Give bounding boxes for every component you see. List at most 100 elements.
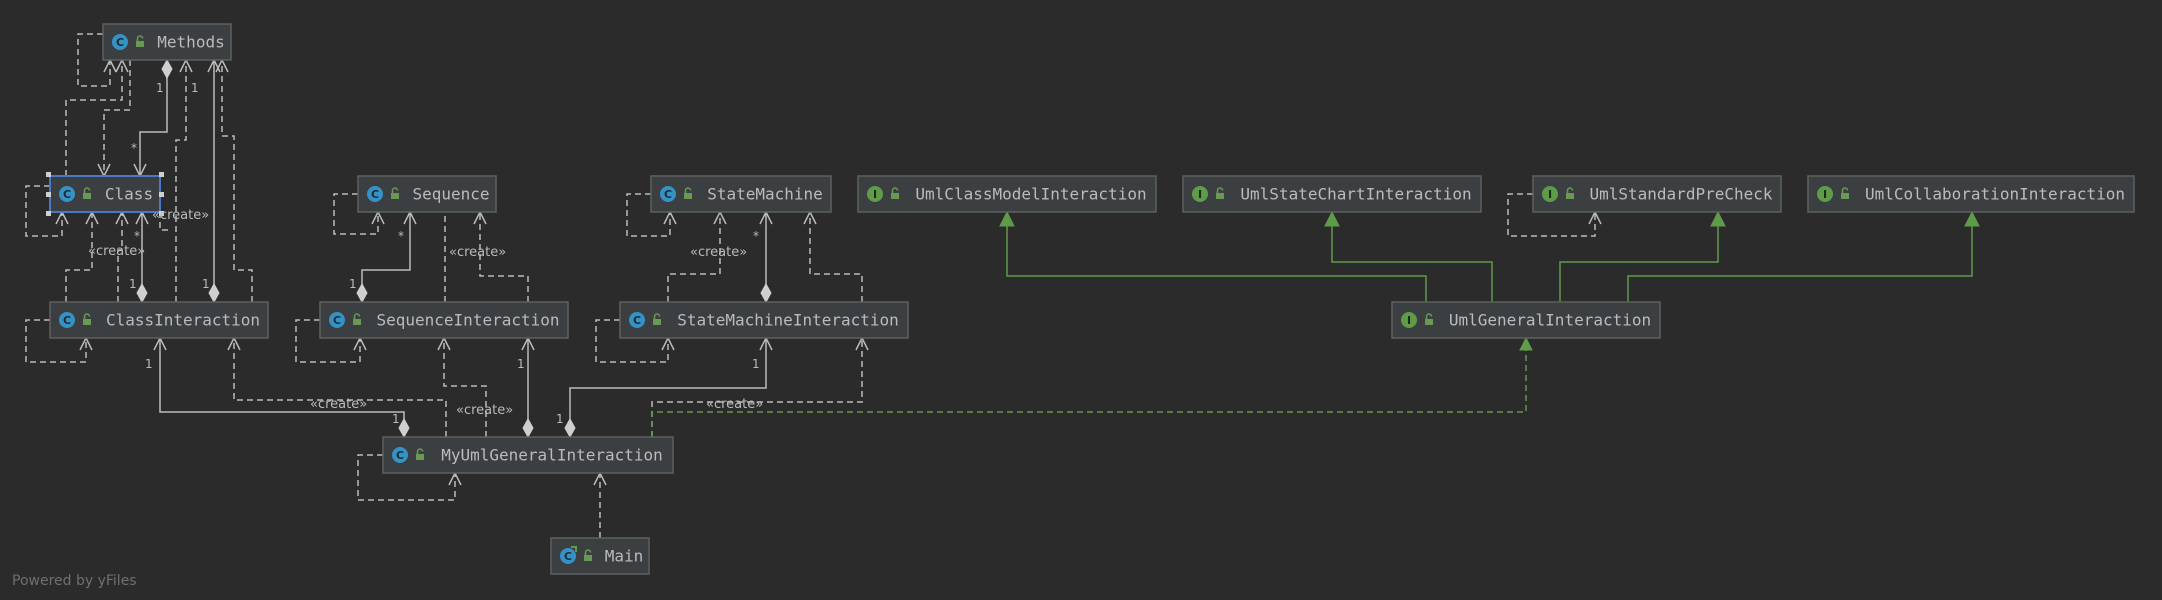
svg-text:C: C [63,314,71,327]
multiplicity-label: * [398,229,404,243]
create-stereotype-label: «create» [88,244,145,259]
class-icon: C [629,312,645,328]
node-umlcollaborationinteraction[interactable]: I UmlCollaborationInteraction [1807,175,2135,213]
interface-icon: I [1192,186,1208,202]
node-umlstatechartinteraction[interactable]: I UmlStateChartInteraction [1182,175,1482,213]
selection-handle[interactable] [46,172,51,177]
svg-text:C: C [116,36,124,49]
svg-text:I: I [1823,188,1827,201]
multiplicity-label: 1 [556,412,564,426]
node-myumlgeneralinteraction[interactable]: C MyUmlGeneralInteraction [382,436,674,474]
self-dependency-class [25,185,62,237]
dependency-classinteraction-methods [175,60,186,302]
edge-labels: 1 1 * «create» «create» * 1 1 * «create» 1 «create»… [88,81,763,426]
multiplicity-label: * [131,141,137,155]
class-icon: C [660,186,676,202]
lock-icon [584,549,592,561]
self-dependency-umlstandardprecheck [1507,193,1595,237]
selection-handle[interactable] [159,211,164,216]
multiplicity-label: 1 [517,357,525,371]
create-myuml-sequenceinteraction [444,338,487,437]
create-classinteraction-class [65,212,92,302]
create-stereotype-label: «create» [310,397,367,412]
main-class-icon: C [560,546,577,564]
lock-icon [684,187,692,199]
svg-text:C: C [396,449,404,462]
selection-handle[interactable] [159,172,164,177]
generalization-umlstatechartinteraction [1332,212,1493,302]
svg-text:C: C [333,314,341,327]
node-box [319,301,569,339]
node-label: Methods [157,33,224,52]
selection-handle[interactable] [46,192,51,197]
svg-text:I: I [1407,314,1411,327]
create-stereotype-label: «create» [690,245,747,260]
node-class[interactable]: C Class [46,172,164,216]
generalization-umlcollaborationinteraction [1627,212,1972,302]
multiplicity-label: 1 [202,277,210,291]
interface-icon: I [1817,186,1833,202]
svg-text:C: C [564,550,572,563]
multiplicity-label: 1 [129,277,137,291]
node-box [1532,175,1782,213]
node-label: SequenceInteraction [376,311,559,330]
class-icon: C [392,447,408,463]
node-sequenceinteraction[interactable]: C SequenceInteraction [319,301,569,339]
lock-icon [653,313,661,325]
selection-handle[interactable] [159,192,164,197]
node-label: StateMachineInteraction [677,311,899,330]
node-label: UmlCollaborationInteraction [1865,185,2125,204]
node-statemachineinteraction[interactable]: C StateMachineInteraction [619,301,909,339]
multiplicity-label: 1 [752,357,760,371]
create-myuml-statemachineinteraction [651,338,862,437]
node-label: MyUmlGeneralInteraction [441,446,663,465]
svg-text:C: C [63,188,71,201]
node-methods[interactable]: C Methods [102,23,232,61]
create-stereotype-label: «create» [456,403,513,418]
multiplicity-label: * [753,229,759,243]
self-dependency-classinteraction [25,319,86,363]
create-stereotype-label: «create» [152,208,209,223]
node-label: UmlStateChartInteraction [1240,185,1471,204]
node-box [857,175,1157,213]
multiplicity-label: 1 [349,277,357,291]
lock-icon [391,187,399,199]
node-box [1807,175,2135,213]
node-box [650,175,832,213]
node-label: Sequence [412,185,489,204]
dependency-methods-class [104,60,131,176]
lock-icon [1425,313,1433,325]
lock-icon [1841,187,1849,199]
node-label: Class [105,185,153,204]
lock-icon [416,448,424,460]
lock-icon [136,35,144,47]
multiplicity-label: 1 [191,81,199,95]
node-label: UmlStandardPreCheck [1589,185,1772,204]
lock-icon [83,313,91,325]
lock-icon [891,187,899,199]
node-umlgeneralinteraction[interactable]: I UmlGeneralInteraction [1391,301,1661,339]
self-dependency-statemachine [626,193,670,237]
node-label: UmlGeneralInteraction [1449,311,1651,330]
multiplicity-label: 1 [392,412,400,426]
composition-myuml-statemachineinteraction [570,338,766,437]
svg-text:C: C [371,188,379,201]
selection-handle[interactable] [46,211,51,216]
interface-icon: I [1401,312,1417,328]
interface-icon: I [867,186,883,202]
self-dependency-myumlgeneralinteraction [357,454,455,501]
class-icon: C [59,186,75,202]
class-icon: C [329,312,345,328]
node-sequence[interactable]: C Sequence [357,175,497,213]
class-icon: C [59,312,75,328]
composition-myuml-classinteraction [160,338,404,437]
class-icon: C [112,34,128,50]
composition-methods-class [140,60,167,176]
